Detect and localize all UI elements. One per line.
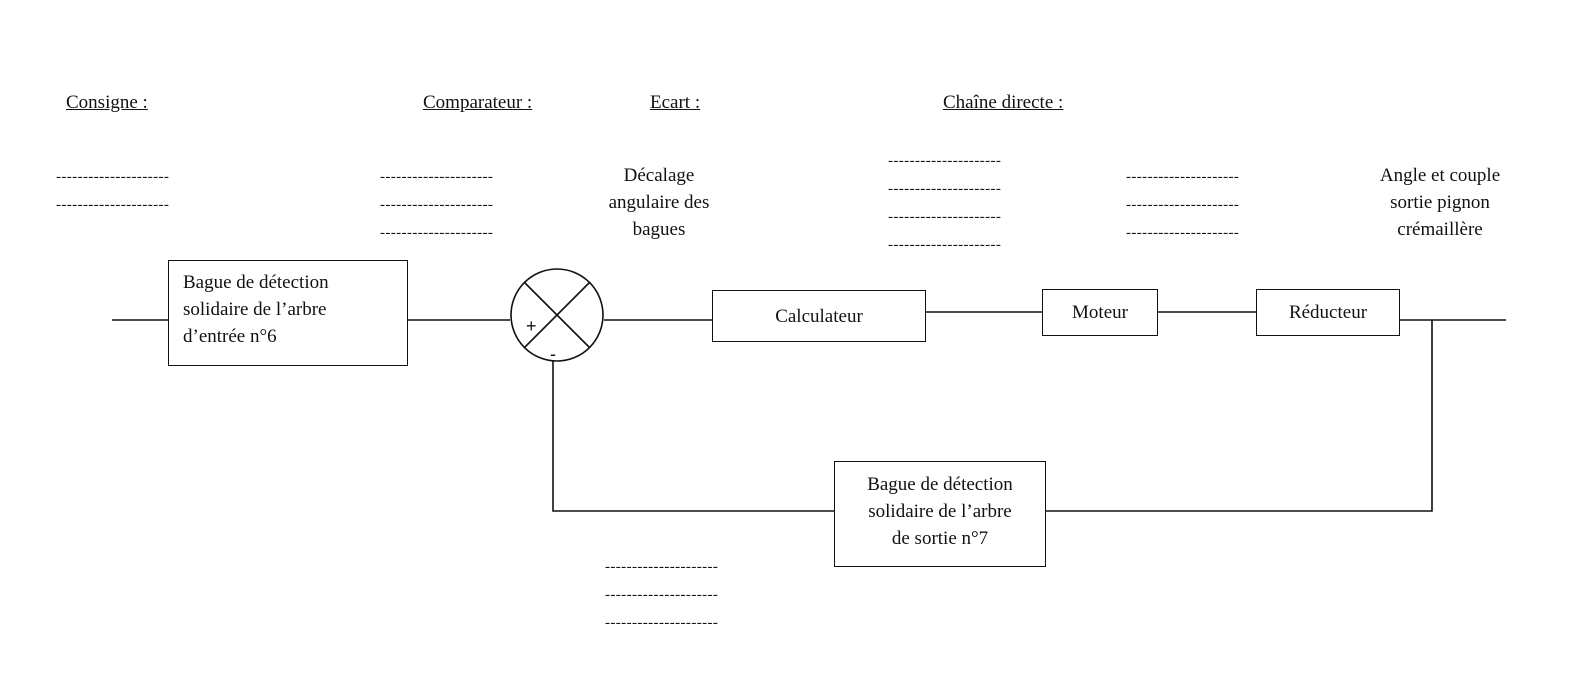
heading-chaine-directe: Chaîne directe : bbox=[943, 92, 1064, 113]
moteur-block: Moteur bbox=[1042, 289, 1158, 336]
output-description: Angle et couple sortie pignon crémaillèr… bbox=[1350, 162, 1530, 243]
input-ring-block: Bague de détection solidaire de l’arbre … bbox=[168, 260, 408, 366]
feedback-ring-block: Bague de détection solidaire de l’arbre … bbox=[834, 461, 1046, 567]
placeholder-line: --------------------- bbox=[380, 225, 494, 241]
placeholder-line: --------------------- bbox=[380, 169, 494, 185]
placeholder-line: --------------------- bbox=[605, 559, 719, 575]
block-line: Bague de détection bbox=[867, 474, 1013, 495]
block-line: solidaire de l’arbre bbox=[183, 299, 327, 320]
comparator-plus-sign: + bbox=[526, 316, 537, 336]
block-line: d’entrée n°6 bbox=[183, 326, 277, 347]
reducteur-block: Réducteur bbox=[1256, 289, 1400, 336]
heading-ecart: Ecart : bbox=[650, 92, 701, 113]
placeholder-line: --------------------- bbox=[56, 197, 170, 213]
placeholder-line: --------------------- bbox=[888, 237, 1002, 253]
block-line: Bague de détection bbox=[183, 272, 329, 293]
block-line: solidaire de l’arbre bbox=[868, 501, 1012, 522]
heading-comparateur: Comparateur : bbox=[423, 92, 533, 113]
feedback-right-wire bbox=[1046, 320, 1433, 512]
placeholder-line: --------------------- bbox=[56, 169, 170, 185]
ecart-description: Décalage angulaire des bagues bbox=[584, 162, 734, 243]
placeholder-line: --------------------- bbox=[1126, 197, 1240, 213]
output-desc-line: Angle et couple bbox=[1379, 165, 1501, 186]
block-line: de sortie n°7 bbox=[891, 528, 989, 549]
placeholder-line: --------------------- bbox=[1126, 225, 1240, 241]
comparator-minus-sign: - bbox=[550, 344, 556, 364]
placeholder-line: --------------------- bbox=[1126, 169, 1240, 185]
placeholder-line: --------------------- bbox=[380, 197, 494, 213]
feedback-left-wire bbox=[552, 360, 834, 512]
ecart-desc-line: Décalage bbox=[623, 165, 695, 186]
heading-consigne: Consigne : bbox=[66, 92, 148, 113]
placeholder-line: --------------------- bbox=[605, 587, 719, 603]
placeholder-line: --------------------- bbox=[888, 181, 1002, 197]
placeholder-line: --------------------- bbox=[605, 615, 719, 631]
output-desc-line: crémaillère bbox=[1397, 219, 1483, 240]
comparator-circle bbox=[510, 268, 604, 362]
ecart-desc-line: angulaire des bbox=[608, 192, 710, 213]
output-desc-line: sortie pignon bbox=[1390, 192, 1490, 213]
placeholder-line: --------------------- bbox=[888, 209, 1002, 225]
ecart-desc-line: bagues bbox=[632, 219, 686, 240]
placeholder-line: --------------------- bbox=[888, 153, 1002, 169]
calculateur-block: Calculateur bbox=[712, 290, 926, 342]
comparator-cross-2 bbox=[523, 281, 591, 349]
